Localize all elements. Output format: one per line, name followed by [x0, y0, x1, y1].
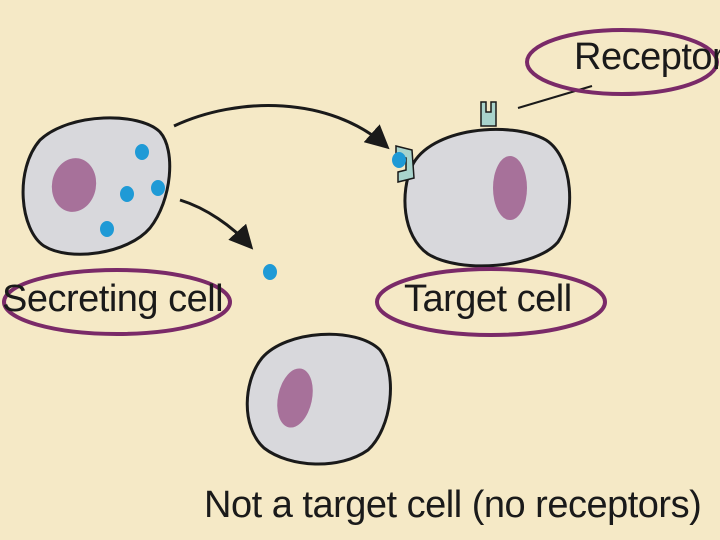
receptor-highlight-ellipse — [525, 28, 719, 96]
secreting-cell-highlight-ellipse — [2, 268, 232, 336]
signal-molecule — [100, 221, 114, 237]
target-cell-highlight-ellipse — [375, 267, 607, 337]
secreting-cell — [21, 116, 172, 256]
secreting-cell-body — [21, 116, 172, 256]
receptor-label: Receptor — [574, 36, 720, 78]
receptor-icon — [480, 101, 497, 127]
arrow-to-free-molecule — [179, 198, 254, 250]
non-target-cell — [245, 332, 392, 466]
signal-molecule — [120, 186, 134, 202]
target-cell-label: Target cell — [404, 278, 572, 320]
target-cell-body — [403, 127, 572, 268]
signal-molecule — [151, 180, 165, 196]
secreting-cell-nucleus — [51, 158, 97, 212]
bound-signal-molecule — [392, 152, 406, 168]
not-target-cell-label: Not a target cell (no receptors) — [204, 484, 702, 526]
free-signal-molecule — [263, 264, 277, 280]
non-target-cell-body — [245, 332, 392, 466]
non-target-cell-nucleus — [277, 368, 313, 428]
signal-molecule — [135, 144, 149, 160]
target-cell — [392, 101, 572, 268]
secreting-cell-label: Secreting cell — [2, 278, 224, 320]
target-cell-nucleus — [493, 156, 527, 220]
arrow-to-target-cell — [173, 104, 390, 150]
